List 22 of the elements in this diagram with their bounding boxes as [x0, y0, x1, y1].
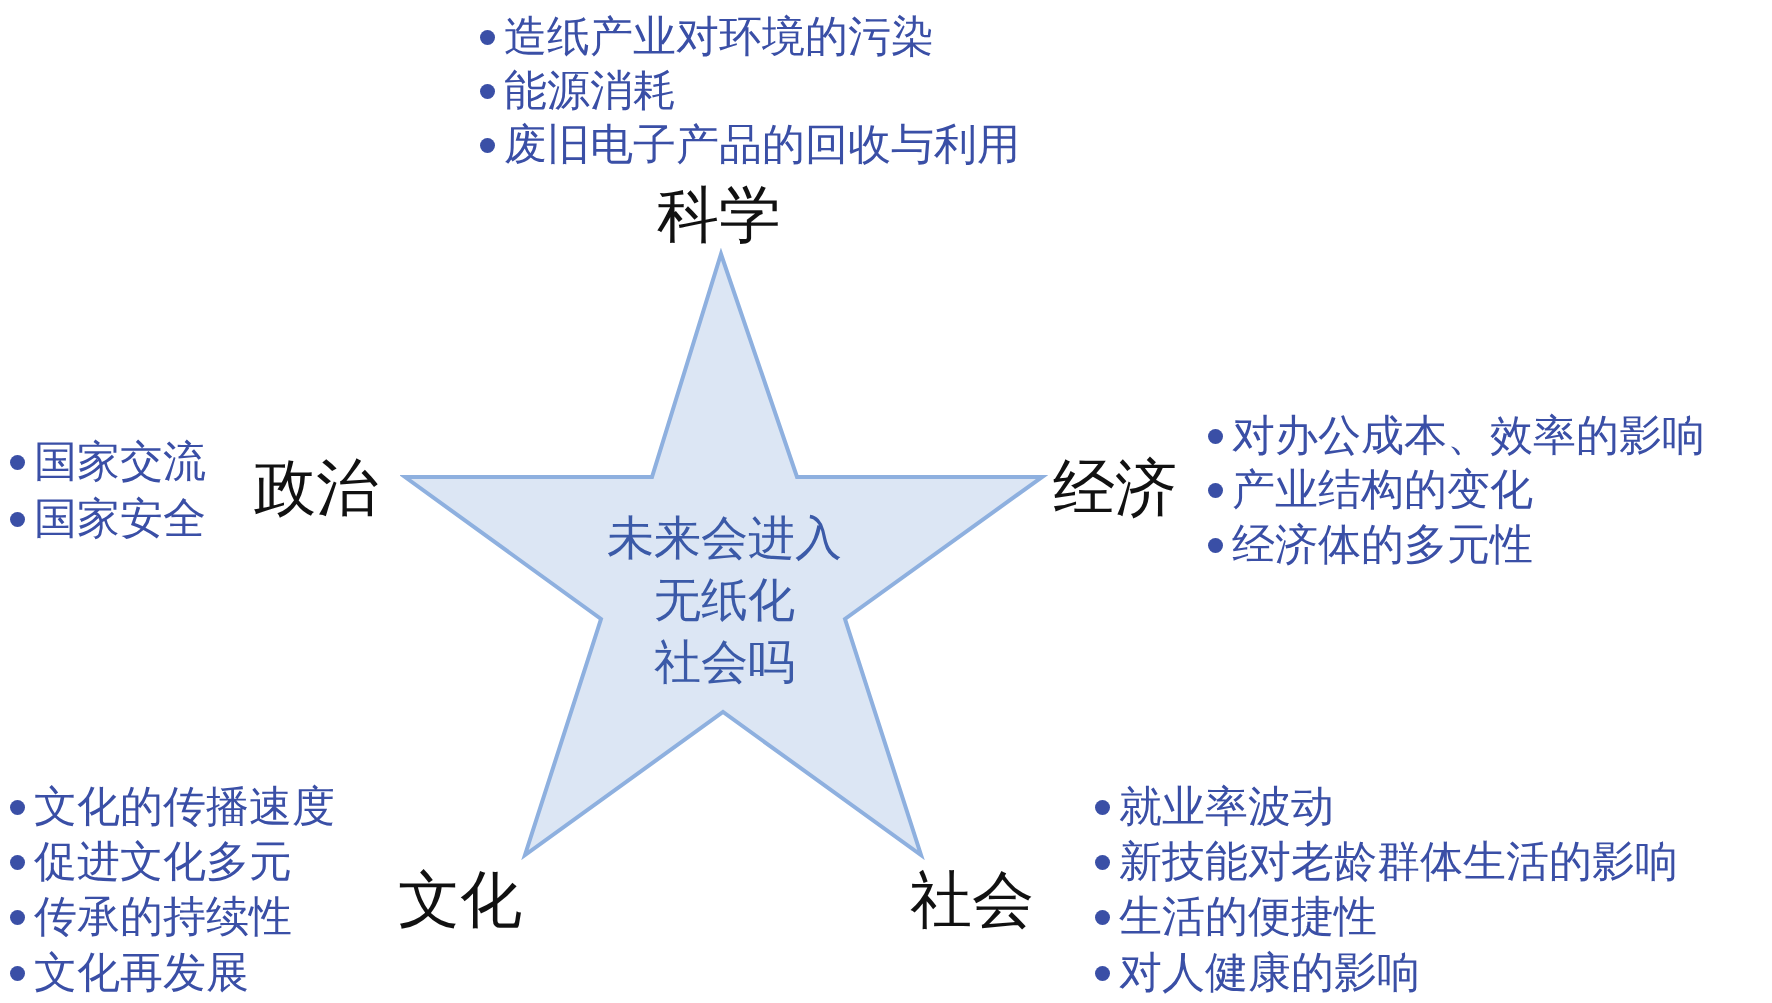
category-label: 政治	[254, 453, 378, 523]
bullet-item: 对人健康的影响	[1093, 947, 1420, 997]
category-label: 文化	[398, 865, 522, 935]
bullet-item: 造纸产业对环境的污染	[478, 11, 934, 61]
bullet-item: 对办公成本、效率的影响	[1206, 410, 1705, 460]
category-label: 社会	[910, 865, 1034, 935]
bullet-item: 文化再发展	[8, 947, 249, 997]
bullet-item: 就业率波动	[1093, 781, 1334, 831]
category-label: 经济	[1053, 453, 1177, 523]
bullet-item: 国家安全	[8, 493, 206, 543]
bullet-item: 传承的持续性	[8, 891, 292, 941]
category-label: 科学	[657, 180, 781, 250]
bullet-item: 生活的便捷性	[1093, 891, 1377, 941]
bullet-item: 文化的传播速度	[8, 781, 335, 831]
bullet-item: 国家交流	[8, 436, 206, 486]
bullet-item: 废旧电子产品的回收与利用	[478, 119, 1020, 169]
question-text: 未来会进入无纸化社会吗	[606, 509, 842, 691]
bullet-item: 经济体的多元性	[1206, 519, 1533, 569]
bullet-item: 促进文化多元	[8, 836, 292, 886]
bullet-item: 产业结构的变化	[1206, 464, 1533, 514]
bullet-item: 新技能对老龄群体生活的影响	[1093, 836, 1678, 886]
bullet-item: 能源消耗	[478, 65, 676, 115]
